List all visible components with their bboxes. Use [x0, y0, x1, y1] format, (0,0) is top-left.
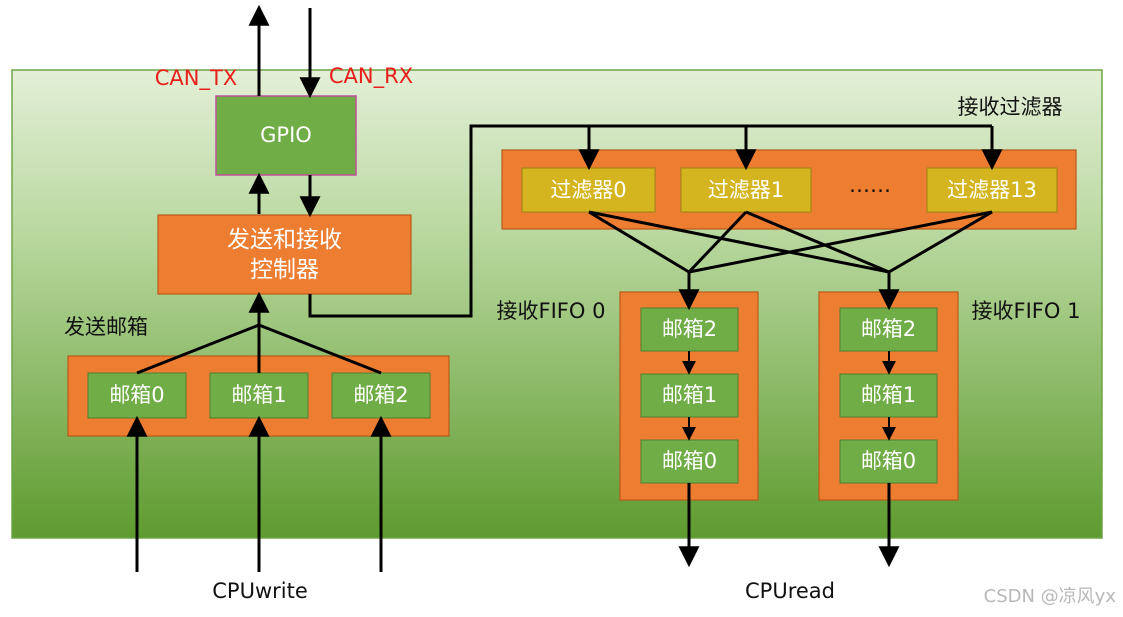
fifo0-title: 接收FIFO 0	[496, 298, 606, 323]
can-rx-label: CAN_RX	[328, 63, 414, 88]
fifo1-mailbox-1-box	[839, 373, 938, 418]
f13-to-fifo1-line	[888, 210, 993, 274]
tx-merge-line-0	[136, 323, 260, 375]
fifo0-mailbox-2-label: 邮箱2	[661, 317, 718, 341]
fifo1-mailbox-2-box	[839, 307, 938, 352]
filter-1-box	[680, 167, 812, 213]
controller-box	[157, 214, 412, 295]
gpio-box	[215, 95, 357, 176]
can-tx-label: CAN_TX	[154, 65, 238, 90]
filter-1-label: 过滤器1	[707, 177, 785, 202]
tx-merge-line-2	[258, 323, 382, 375]
filter-title: 接收过滤器	[957, 94, 1063, 119]
controller-label-line2: 控制器	[250, 256, 319, 283]
f0-to-fifo0-line	[588, 210, 690, 274]
f1-to-fifo0-line	[687, 210, 748, 274]
f0-to-fifo1-line	[588, 210, 890, 274]
filter-0-label: 过滤器0	[550, 177, 627, 202]
filter-0-box	[521, 167, 656, 213]
tx-mailbox-1-box	[209, 372, 309, 419]
tx-mailbox-2-label: 邮箱2	[353, 383, 409, 407]
controller-label: 发送和接收 控制器	[158, 215, 411, 294]
fifo1-mailbox-2-label: 邮箱2	[860, 317, 917, 341]
tx-mailbox-title: 发送邮箱	[64, 314, 148, 339]
filter-13-box	[926, 167, 1058, 213]
watermark: CSDN @凉风yx	[983, 586, 1116, 607]
fifo0-mailbox-0-label: 邮箱0	[661, 449, 718, 473]
controller-label-line1: 发送和接收	[227, 226, 342, 253]
gpio-label: GPIO	[260, 123, 312, 147]
f13-to-fifo0-line	[688, 210, 993, 274]
fifo1-title: 接收FIFO 1	[971, 298, 1081, 323]
fifo0-mailbox-1-label: 邮箱1	[661, 383, 718, 407]
fifo1-mailbox-0-box	[839, 439, 938, 484]
cpu-write-label: CPUwrite	[212, 578, 308, 603]
tx-mailbox-0-label: 邮箱0	[109, 383, 165, 407]
fifo1-mailbox-0-label: 邮箱0	[860, 449, 917, 473]
cpu-read-label: CPUread	[745, 578, 835, 603]
fifo1-mailbox-1-label: 邮箱1	[860, 383, 917, 407]
tx-mailbox-1-label: 邮箱1	[231, 383, 287, 407]
filter-13-label: 过滤器13	[947, 177, 1037, 202]
filter-ellipsis: ……	[849, 172, 891, 197]
ctrl-to-filter-bus	[308, 124, 992, 318]
f1-to-fifo1-line	[745, 210, 890, 274]
